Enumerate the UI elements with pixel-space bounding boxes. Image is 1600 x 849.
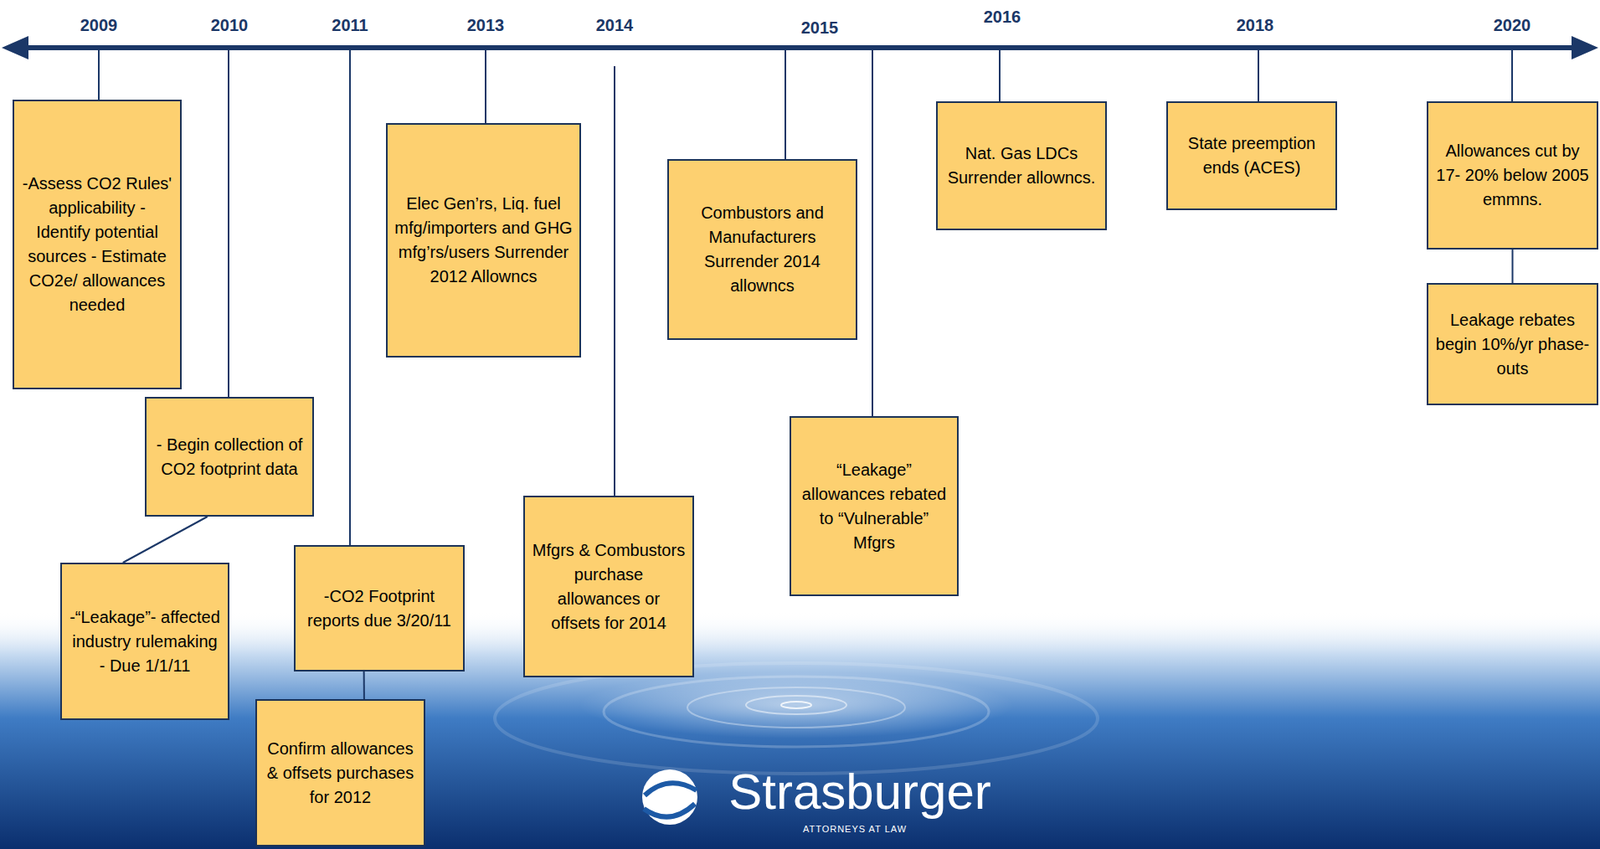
year-label: 2016 [983,8,1022,26]
year-label: 2013 [467,16,505,34]
box-text: - Begin collection of CO2 footprint data [153,432,306,482]
water-glow [578,671,1014,739]
year-label: 2018 [1236,16,1275,34]
water-ripples [494,663,1098,774]
timeline-box: “Leakage” allowances rebated to “Vulnera… [789,416,959,597]
timeline-box: Allowances cut by 17- 20% below 2005 emm… [1426,101,1599,250]
logo-swoosh [643,803,695,818]
box-text: Leakage rebates begin 10%/yr phase-outs [1435,308,1590,381]
axis-arrowhead [1571,36,1599,60]
box-text: -“Leakage”- affected industry rulemaking… [68,605,222,679]
timeline-box: Mfgrs & Combustors purchase allowances o… [523,495,695,678]
ripple [687,687,906,728]
timeline-box: Nat. Gas LDCs Surrender allowncs. [936,101,1107,231]
timeline-axis [1,36,1599,60]
box-text: -CO2 Footprint reports due 3/20/11 [302,584,457,633]
box-text: Confirm allowances & offsets purchases f… [263,736,417,810]
connector-line [363,671,366,700]
box-text: Allowances cut by 17- 20% below 2005 emm… [1435,138,1590,212]
year-label: 2009 [80,16,119,34]
timeline-box: - Begin collection of CO2 footprint data [144,396,314,517]
ripple [781,701,812,709]
tick-line [349,47,351,546]
timeline-box: -“Leakage”- affected industry rulemaking… [60,562,230,721]
logo-swoosh [644,782,697,796]
box-text: “Leakage” allowances rebated to “Vulnera… [797,457,951,556]
tick-line [784,47,787,160]
year-label: 2015 [801,19,839,37]
year-label: 2010 [210,16,249,34]
box-text: Nat. Gas LDCs Surrender allowncs. [944,141,1099,191]
box-text: Elec Gen’rs, Liq. fuel mfg/importers and… [394,191,573,289]
logo-text: Strasburger [728,766,991,818]
timeline-box: Combustors and Manufacturers Surrender 2… [667,159,858,340]
axis-arrowhead [1,36,29,60]
logo-circle [642,769,698,825]
year-label: 2011 [331,16,368,34]
box-text: -Assess CO2 Rules' applicability - Ident… [20,171,174,318]
timeline-box: State preemption ends (ACES) [1166,101,1338,211]
tick-line [227,47,230,397]
tick-line [97,47,100,100]
tick-line [484,47,487,124]
axis-line [23,45,1577,51]
box-text: Combustors and Manufacturers Surrender 2… [675,200,849,299]
year-label: 2014 [596,16,634,34]
ripple [494,663,1098,774]
timeline-box: Confirm allowances & offsets purchases f… [255,699,426,847]
water-ground [0,611,1600,849]
year-label: 2020 [1493,16,1532,34]
connector-line [1512,249,1514,283]
connector-line [123,516,208,563]
logo-icon [642,769,698,825]
timeline-box: Elec Gen’rs, Liq. fuel mfg/importers and… [385,123,582,358]
tick-line [1257,47,1260,102]
tick-line [1511,47,1513,102]
box-text: Mfgrs & Combustors purchase allowances o… [531,538,686,636]
logo-tagline: ATTORNEYS AT LAW [802,824,907,834]
tick-line [871,47,874,417]
tick-line [998,47,1001,102]
ripple [745,695,847,715]
timeline-box: -CO2 Footprint reports due 3/20/11 [293,545,465,672]
timeline-box: Leakage rebates begin 10%/yr phase-outs [1426,282,1599,406]
tick-line [613,66,616,496]
box-text: State preemption ends (ACES) [1174,131,1329,181]
ripple [603,676,989,747]
timeline-box: -Assess CO2 Rules' applicability - Ident… [12,99,182,390]
